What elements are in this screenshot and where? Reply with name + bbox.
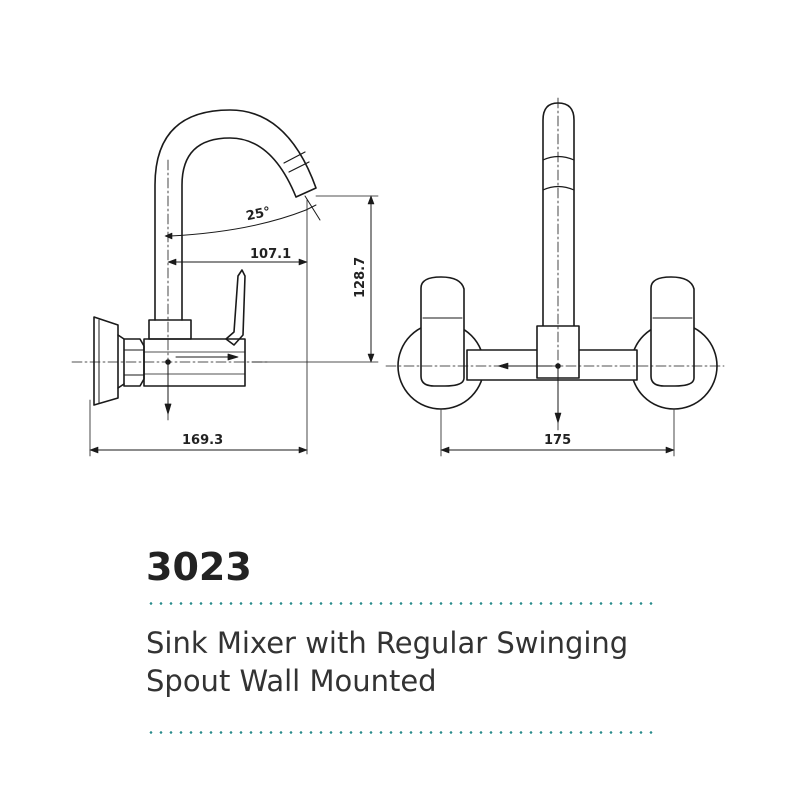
- model-number: 3023: [146, 545, 252, 589]
- product-description: Sink Mixer with Regular Swinging Spout W…: [146, 624, 666, 700]
- hex-connector: [123, 338, 145, 387]
- center-distance-label: 175: [544, 433, 571, 448]
- gooseneck-spout: [154, 109, 317, 321]
- right-handle: [650, 276, 695, 387]
- reach-label: 107.1: [250, 247, 291, 262]
- height-label: 128.7: [353, 257, 368, 298]
- bottom-divider: [146, 731, 656, 734]
- angle-label: 25°: [245, 205, 272, 225]
- side-view: [71, 109, 379, 457]
- valve-body: [143, 338, 246, 387]
- angle-arc: [169, 209, 307, 237]
- depth-label: 169.3: [182, 433, 223, 448]
- description-line-2: Spout Wall Mounted: [146, 664, 437, 698]
- left-handle: [420, 276, 465, 387]
- description-line-1: Sink Mixer with Regular Swinging: [146, 626, 629, 660]
- technical-drawing: 25° 107.1 128.7 169.3: [71, 97, 725, 457]
- lever-handle: [225, 269, 246, 346]
- top-divider: [146, 602, 656, 605]
- side-center-lines: [71, 159, 269, 421]
- wall-flange: [93, 316, 119, 406]
- front-spout: [542, 102, 575, 327]
- front-view: [385, 97, 725, 457]
- spout-collar: [148, 319, 192, 340]
